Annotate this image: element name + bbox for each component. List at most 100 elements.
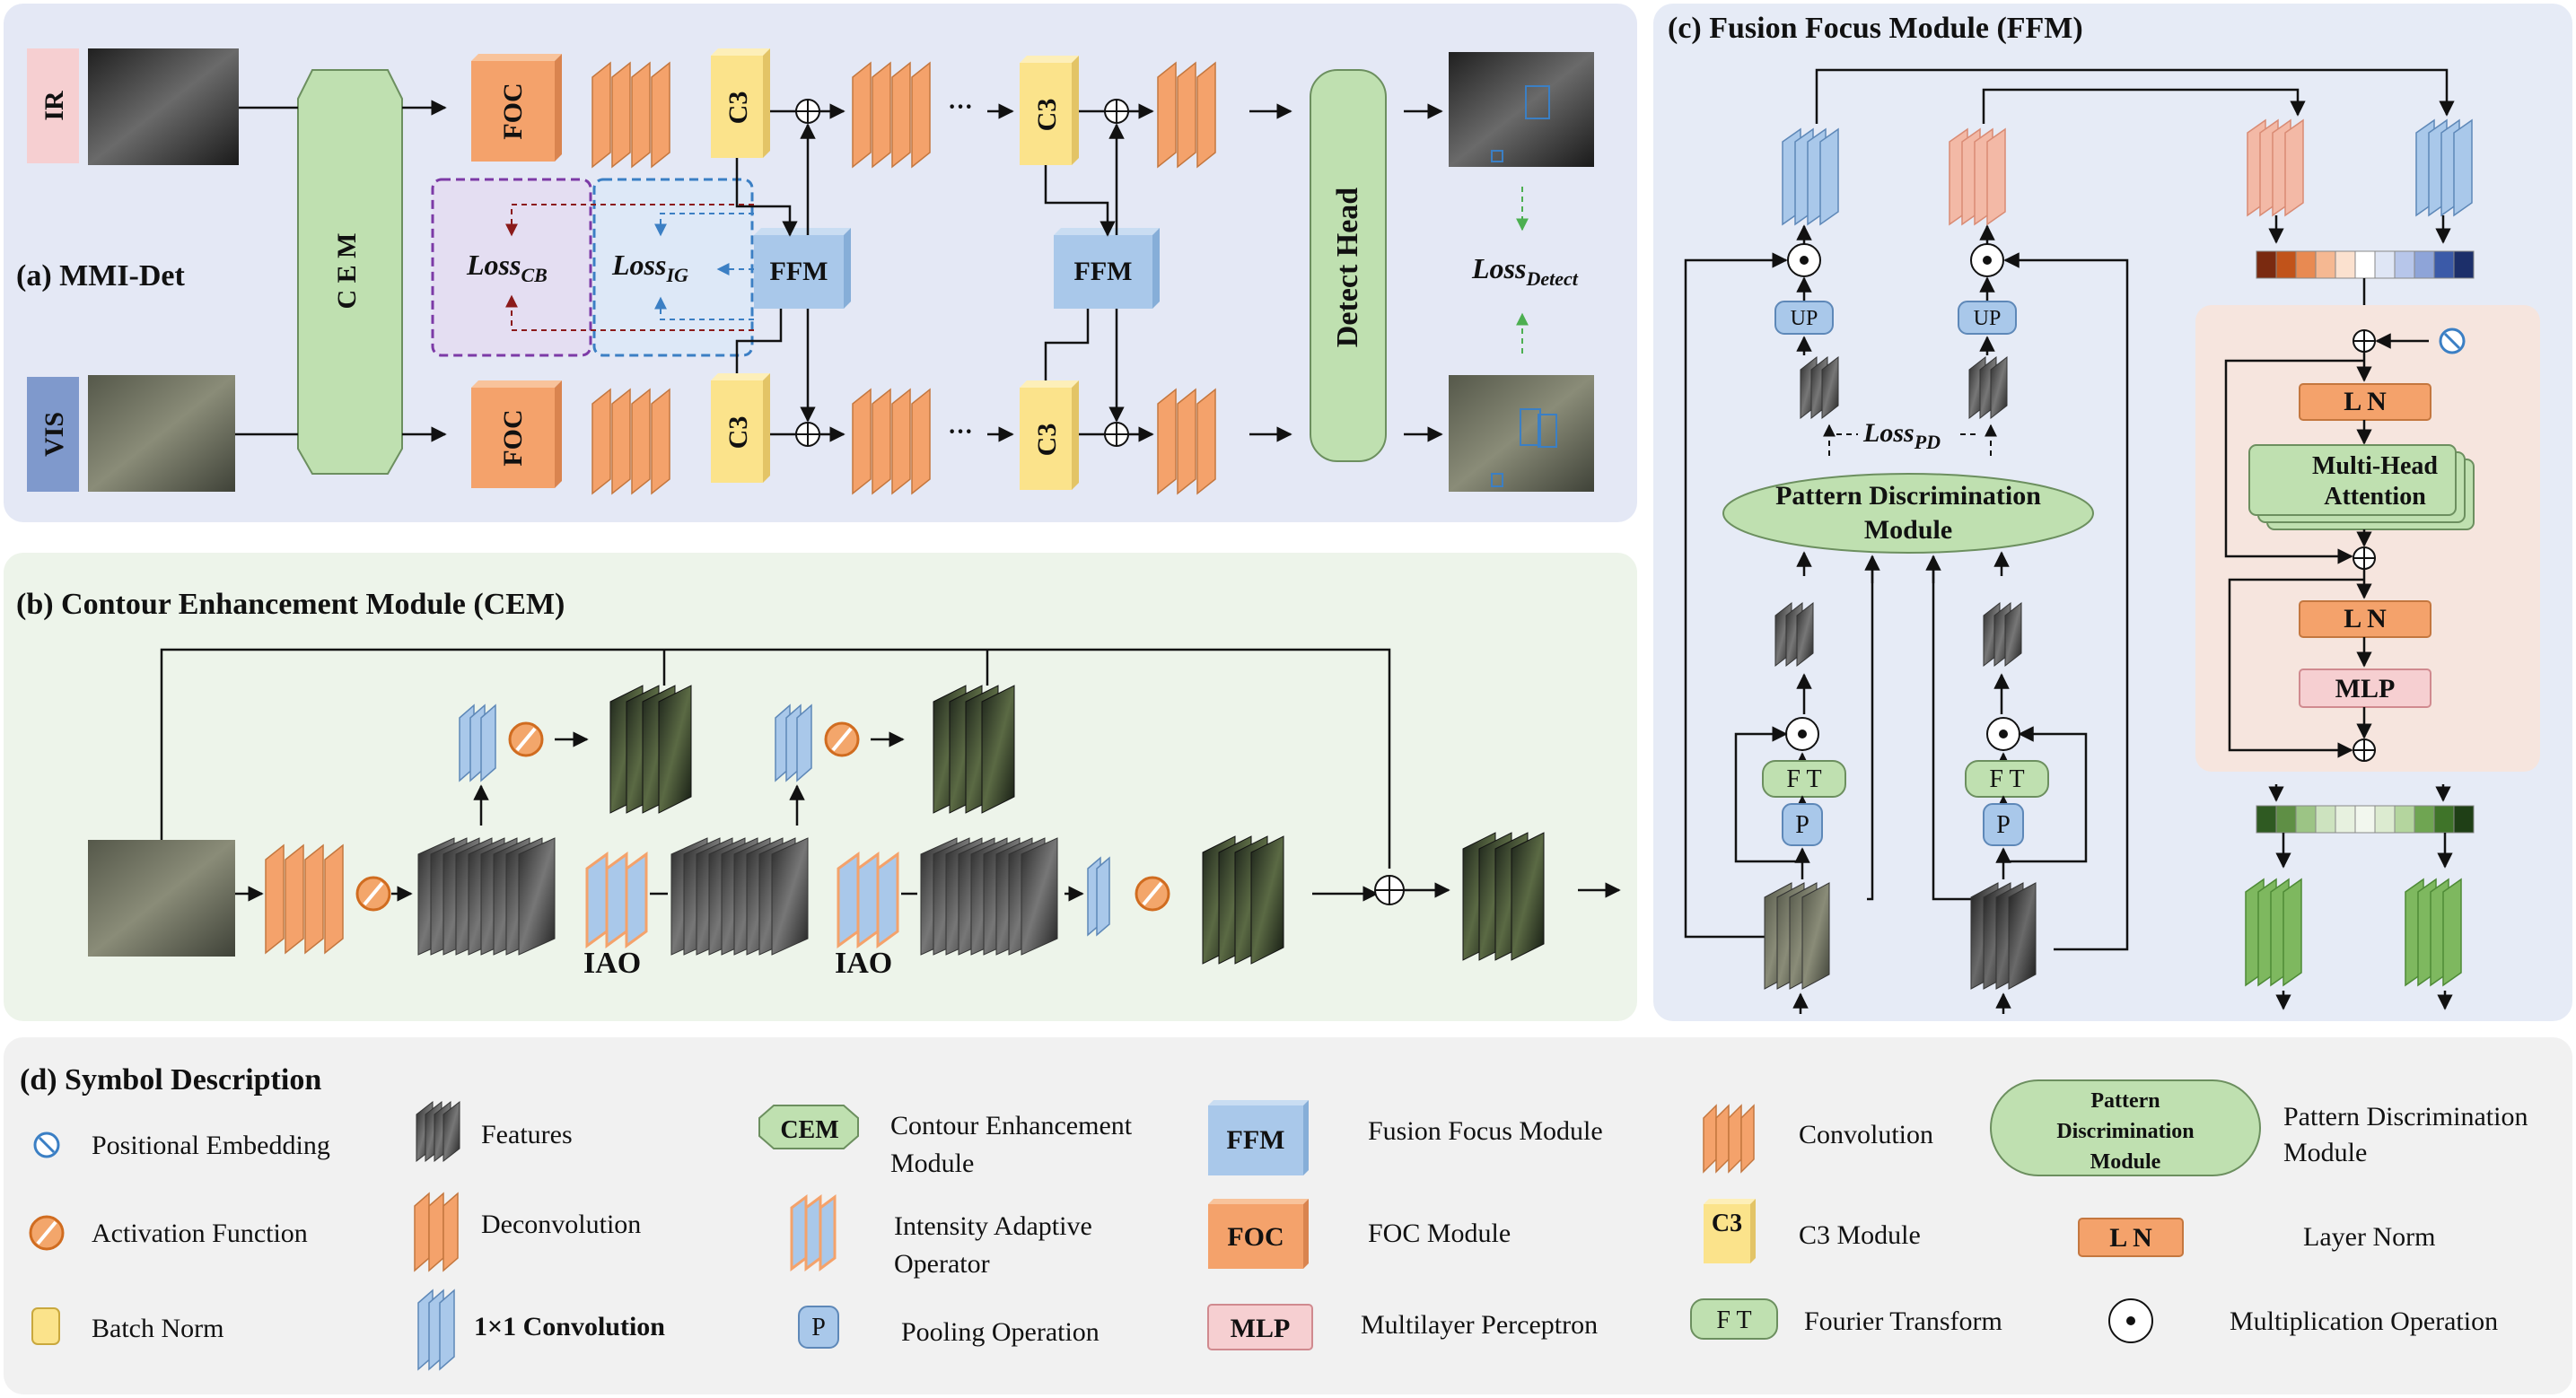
ir-label: IR (39, 91, 69, 121)
conv-stack-a2 (591, 388, 670, 495)
feature-map-c3 (1774, 601, 1814, 668)
positional-embedding-icon (2439, 328, 2466, 354)
svg-text:C3: C3 (1712, 1210, 1742, 1237)
legend-positional-icon (33, 1132, 60, 1158)
feature-stack-b2 (609, 685, 692, 814)
ir-output-image (1449, 52, 1594, 167)
activation-icon-b1 (355, 876, 391, 912)
add-op-a-bot-2 (1104, 422, 1129, 447)
conv1x1-b3 (1087, 856, 1110, 937)
token-strip-bottom (2256, 805, 2475, 834)
loss-cb-box (431, 178, 592, 357)
svg-text:FFM: FFM (1227, 1125, 1285, 1155)
svg-text:FFM: FFM (1074, 257, 1133, 286)
add-op-a-bot-1 (795, 422, 820, 447)
feature-stack-b5 (920, 837, 1058, 956)
mult-op-c2 (1970, 243, 2004, 277)
cem-label: C E M (332, 233, 362, 310)
svg-text:MLP: MLP (2335, 674, 2396, 703)
legend-iao-label-2: Operator (894, 1249, 990, 1279)
svg-text:F T: F T (1716, 1306, 1751, 1334)
conv-stack-a6 (1157, 388, 1216, 495)
loss-detect-label: LossDetect (1471, 252, 1579, 290)
svg-text:F T: F T (1989, 765, 2024, 793)
legend-mult-label: Multiplication Operation (2230, 1306, 2498, 1336)
feature-stack-b3 (670, 837, 809, 956)
vis-label-box (27, 377, 79, 492)
svg-text:P: P (1795, 811, 1809, 839)
input-feature-c-right (1970, 882, 2037, 990)
ffm-block-1: FFM (754, 228, 851, 309)
iao-icon-b1 (585, 852, 648, 948)
svg-text:MLP: MLP (1231, 1314, 1291, 1343)
legend-ln-label: Layer Norm (2303, 1222, 2435, 1252)
svg-text:FOC: FOC (1227, 1222, 1284, 1252)
ir-input-image (88, 48, 239, 165)
ft-box-2: F T (1965, 760, 2049, 798)
loss-pd-label: LossPD (1862, 418, 1941, 453)
legend-features-icon (416, 1100, 460, 1163)
activation-icon-b2 (508, 721, 544, 757)
svg-text:P: P (811, 1314, 826, 1341)
pool-box-1: P (1782, 803, 1823, 846)
loss-ig-label: LossIG (611, 249, 688, 286)
panel-a-title: (a) MMI-Det (16, 259, 186, 293)
vis-input-image (88, 375, 235, 492)
legend-conv1x1-icon (417, 1289, 455, 1371)
ir-label-box (27, 48, 79, 163)
add-op-c-t2 (2353, 546, 2376, 570)
iao-label-b2: IAO (835, 947, 892, 980)
legend-pool-icon: P (798, 1306, 839, 1349)
svg-text:Module: Module (2090, 1150, 2161, 1174)
legend-conv1x1-label: 1×1 Convolution (474, 1312, 665, 1341)
legend-cem-label-2: Module (890, 1149, 974, 1178)
activation-icon-b3 (824, 721, 860, 757)
legend-pdm-icon: Pattern Discrimination Module (1990, 1079, 2261, 1176)
svg-text:Discrimination: Discrimination (2056, 1120, 2194, 1143)
token-strip-top (2256, 250, 2475, 279)
feature-stack-b1 (417, 837, 556, 956)
foc-bottom-block: FOC (471, 380, 562, 488)
ffm-blue-stack-top (1782, 127, 1839, 226)
vis-label: VIS (39, 412, 69, 457)
add-op-c-t3 (2353, 738, 2376, 762)
legend-mlp-label: Multilayer Perceptron (1361, 1310, 1598, 1340)
detect-head (1310, 69, 1387, 462)
mult-op-c3 (1785, 717, 1819, 751)
legend-mult-icon (2108, 1298, 2153, 1343)
svg-text:Module: Module (1864, 515, 1952, 545)
add-op-c-t1 (2353, 329, 2376, 353)
svg-text:FOC: FOC (498, 83, 528, 139)
ffm-pink-stack-top (1949, 127, 2006, 226)
ellipsis-bottom: ··· (948, 418, 973, 446)
conv-stack-a4 (852, 388, 931, 495)
green-out-stack-right (2405, 878, 2462, 987)
pool-box-2: P (1983, 803, 2024, 846)
feature-map-c2 (1968, 355, 2008, 420)
svg-text:UP: UP (1974, 307, 2002, 330)
conv-stack-a3 (852, 61, 931, 169)
svg-text:C3: C3 (723, 92, 753, 125)
legend-iao-label-1: Intensity Adaptive (894, 1211, 1092, 1241)
legend-iao-icon (790, 1194, 837, 1271)
legend-deconv-label: Deconvolution (481, 1210, 641, 1239)
legend-ffm-label: Fusion Focus Module (1368, 1116, 1603, 1146)
iao-icon-b2 (837, 852, 899, 948)
up-box-1: UP (1774, 301, 1834, 335)
svg-text:CEM: CEM (780, 1116, 838, 1144)
panel-b-background (4, 553, 1637, 1021)
legend-activation-icon (29, 1215, 65, 1251)
add-op-a-top-1 (795, 99, 820, 124)
c3-bottom-1: C3 (711, 373, 770, 483)
legend-c3-icon: C3 (1704, 1199, 1756, 1263)
svg-text:C3: C3 (1032, 99, 1062, 132)
c3-top-2: C3 (1020, 56, 1079, 165)
svg-text:P: P (1996, 811, 2011, 839)
svg-text:Pattern Discrimination: Pattern Discrimination (1775, 481, 2041, 511)
legend-ln-icon: L N (2078, 1218, 2184, 1257)
svg-text:C3: C3 (1032, 424, 1062, 457)
legend-cem-icon: CEM (758, 1105, 859, 1149)
loss-cb-label: LossCB (466, 249, 548, 286)
cem-input-image (88, 840, 235, 957)
